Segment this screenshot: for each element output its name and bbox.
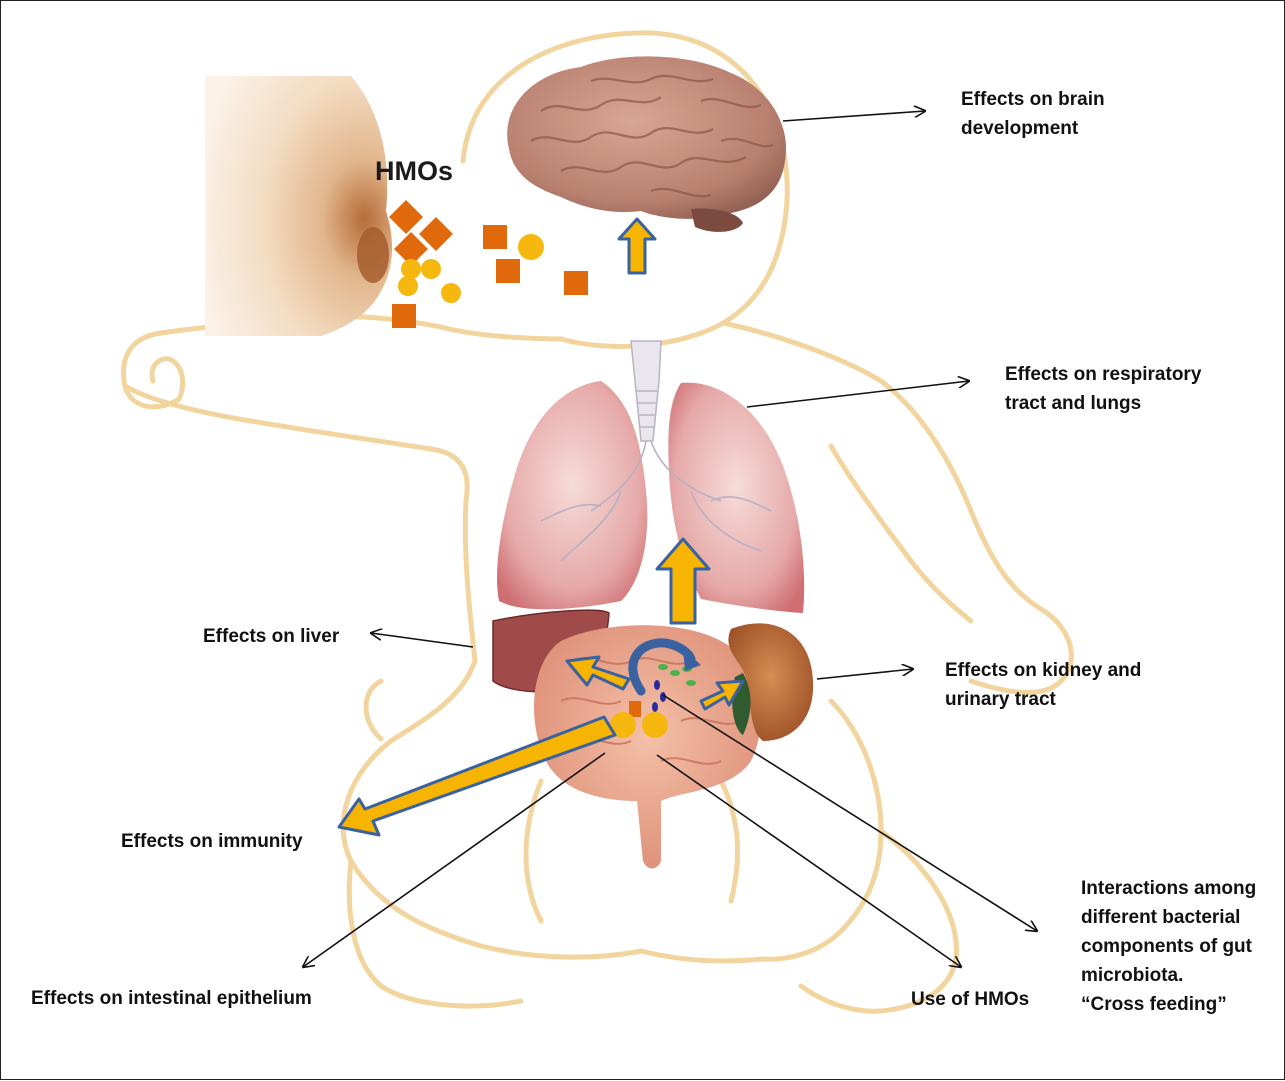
label-liver: Effects on liver <box>203 622 339 651</box>
line-respiratory <box>747 381 969 407</box>
hmo-circle <box>401 259 421 279</box>
hmo-circle <box>642 712 668 738</box>
line-kidney <box>817 669 913 679</box>
hmo-molecules <box>389 200 588 328</box>
line-cross-feeding <box>663 695 1037 931</box>
label-immunity: Effects on immunity <box>121 827 303 856</box>
label-cross-feeding: Interactions among different bacterial c… <box>1081 874 1256 1019</box>
hmo-circle <box>441 283 461 303</box>
hmo-circle <box>518 234 544 260</box>
hmo-square <box>389 200 423 234</box>
label-use-hmos: Use of HMOs <box>911 985 1029 1014</box>
brain-illustration <box>507 56 786 232</box>
trachea-illustration <box>631 341 661 441</box>
hmo-square <box>629 701 641 717</box>
hmo-square <box>392 304 416 328</box>
breast-illustration <box>206 76 392 336</box>
hmo-circle <box>421 259 441 279</box>
label-epithelium: Effects on intestinal epithelium <box>31 984 312 1013</box>
hmo-circle <box>398 276 418 296</box>
line-liver <box>371 633 473 647</box>
hmo-square <box>483 225 507 249</box>
hmo-square <box>564 271 588 295</box>
hmo-square <box>496 259 520 283</box>
arrow-to-brain <box>619 219 655 273</box>
hmos-title: HMOs <box>375 156 453 187</box>
line-brain <box>783 111 925 121</box>
